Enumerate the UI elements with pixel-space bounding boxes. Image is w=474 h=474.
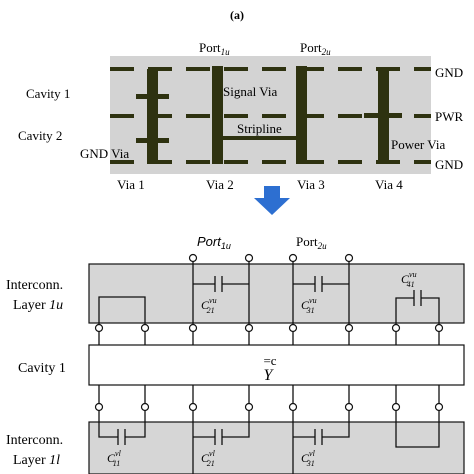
layer-1l-label-line2: Layer 1l bbox=[13, 453, 60, 468]
gnd-via-label: GND Via bbox=[80, 146, 129, 161]
lower-short-circuit bbox=[395, 440, 440, 448]
cavity-1-label: Cavity 1 bbox=[26, 86, 70, 101]
down-arrow-icon bbox=[254, 186, 290, 215]
interconn-layer-1l-box bbox=[88, 421, 465, 474]
via-4-shape bbox=[364, 69, 402, 164]
stripline-label: Stripline bbox=[237, 121, 282, 136]
lower-cap-11-wiring bbox=[98, 429, 146, 445]
y-matrix-letter: Y bbox=[264, 367, 275, 384]
interconn-layer-1u-box bbox=[88, 263, 465, 324]
layer-1l-label-line1: Interconn. bbox=[6, 433, 63, 448]
upper-cap-41-wiring bbox=[395, 290, 440, 322]
terminal-nodes bbox=[94, 253, 444, 412]
upper-cap-31-wiring bbox=[293, 276, 349, 292]
port-1u-label: Port1u bbox=[199, 40, 230, 57]
via-2-label: Via 2 bbox=[206, 177, 234, 192]
stripline-trace bbox=[223, 136, 296, 140]
via-1-label: Via 1 bbox=[117, 177, 145, 192]
signal-via-label: Signal Via bbox=[223, 84, 277, 99]
lower-cap-21-wiring bbox=[193, 429, 250, 445]
layer-1u-label-line1: Interconn. bbox=[6, 278, 63, 293]
layer-1u-label-line2: Layer 1u bbox=[13, 298, 63, 313]
port-1u-label-circuit: Port1u bbox=[197, 234, 231, 251]
gnd-bottom-label: GND bbox=[435, 157, 463, 172]
y-matrix-top: =c bbox=[263, 353, 276, 368]
via-3-shape bbox=[296, 66, 307, 164]
lower-cap-31-wiring bbox=[293, 429, 350, 445]
pwr-label: PWR bbox=[435, 109, 464, 124]
cavity-2-label: Cavity 2 bbox=[18, 128, 62, 143]
port-2u-label: Port2u bbox=[300, 40, 331, 57]
port-2u-label-circuit: Port2u bbox=[296, 234, 327, 251]
via-2-shape bbox=[212, 66, 223, 164]
via-1-shape bbox=[136, 69, 169, 164]
panel-label: (a) bbox=[230, 8, 244, 22]
via-4-label: Via 4 bbox=[375, 177, 403, 192]
upper-cap-21-wiring bbox=[193, 276, 249, 292]
gnd-top-label: GND bbox=[435, 65, 463, 80]
cavity-1-box bbox=[88, 344, 465, 386]
power-via-label: Power Via bbox=[391, 137, 445, 152]
via-3-label: Via 3 bbox=[297, 177, 325, 192]
upper-short-circuit bbox=[98, 296, 146, 322]
cavity-1-circuit-label: Cavity 1 bbox=[18, 361, 66, 376]
